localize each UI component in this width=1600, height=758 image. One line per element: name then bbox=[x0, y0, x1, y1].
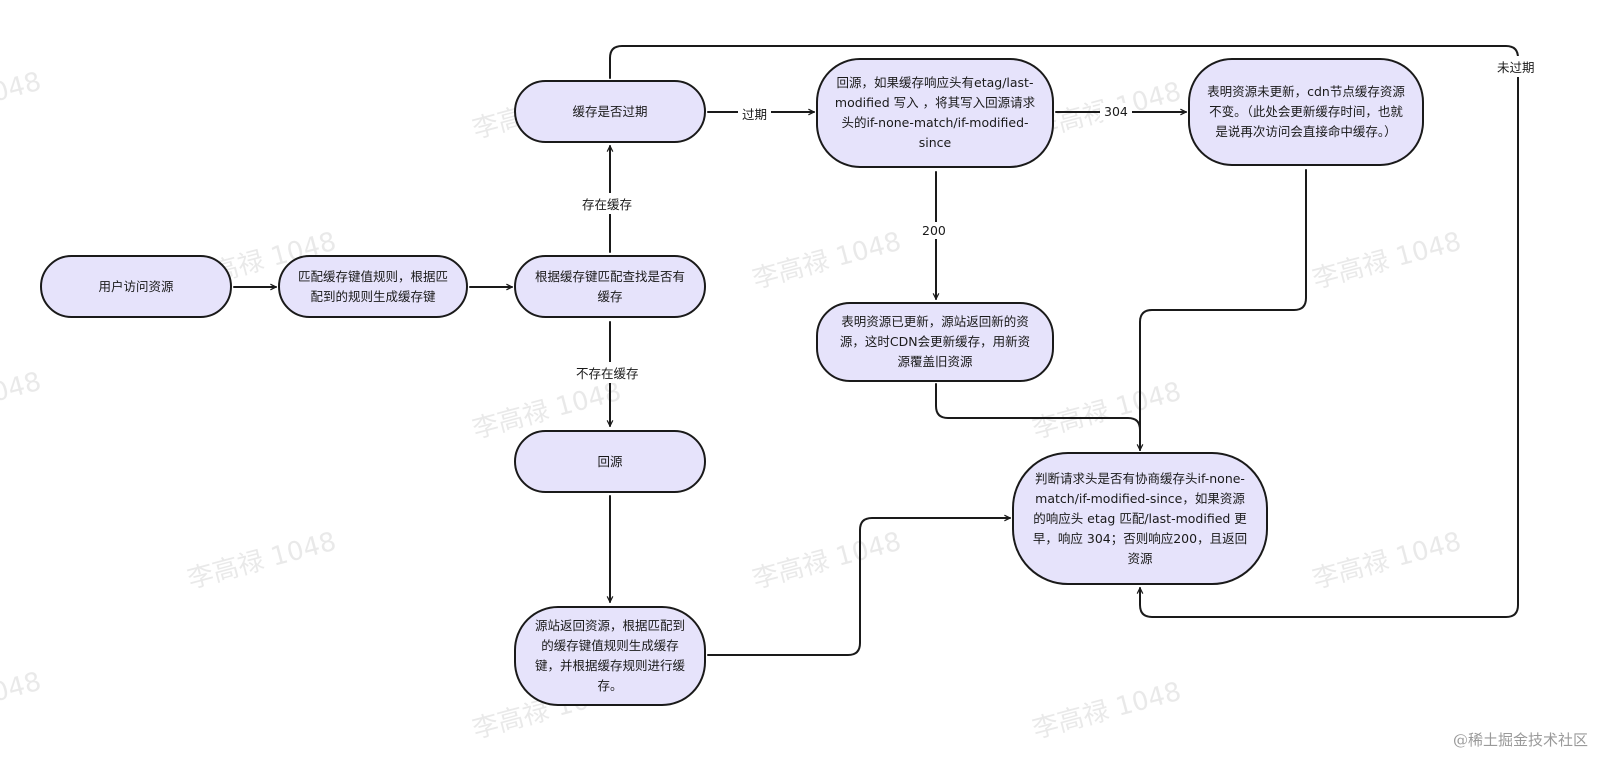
edge-expired-notexpired-loop bbox=[609, 45, 1519, 618]
edge-notupdated-to-judge bbox=[1140, 169, 1307, 451]
edge-label-304: 304 bbox=[1100, 103, 1132, 120]
node-updated[interactable]: 表明资源已更新，源站返回新的资源，这时CDN会更新缓存，用新资源覆盖旧资源 bbox=[816, 302, 1054, 382]
node-user-access[interactable]: 用户访问资源 bbox=[40, 255, 232, 318]
node-origin-return[interactable]: 源站返回资源，根据匹配到的缓存键值规则生成缓存键，并根据缓存规则进行缓存。 bbox=[514, 606, 706, 706]
node-judge-headers[interactable]: 判断请求头是否有协商缓存头if-none-match/if-modified-s… bbox=[1012, 452, 1268, 585]
node-lookup-cache[interactable]: 根据缓存键匹配查找是否有缓存 bbox=[514, 255, 706, 318]
node-not-updated[interactable]: 表明资源未更新，cdn节点缓存资源不变。（此处会更新缓存时间，也就是说再次访问会… bbox=[1188, 58, 1424, 166]
edge-label-expired: 过期 bbox=[738, 103, 772, 124]
node-back-to-origin[interactable]: 回源 bbox=[514, 430, 706, 493]
edge-label-not-expired: 未过期 bbox=[1493, 56, 1539, 77]
node-back-to-origin-conditional[interactable]: 回源，如果缓存响应头有etag/last-modified 写入 ，将其写入回源… bbox=[816, 58, 1054, 168]
edge-label-200: 200 bbox=[918, 222, 950, 239]
edge-label-has-cache: 存在缓存 bbox=[578, 193, 637, 214]
node-cache-expired[interactable]: 缓存是否过期 bbox=[514, 80, 706, 143]
edge-return-to-judge bbox=[707, 518, 1011, 656]
source-credit: @稀土掘金技术社区 bbox=[1452, 731, 1588, 749]
edge-updated-to-judge bbox=[935, 383, 1141, 451]
edge-label-no-cache: 不存在缓存 bbox=[572, 362, 643, 383]
node-match-rule[interactable]: 匹配缓存键值规则，根据匹配到的规则生成缓存键 bbox=[278, 255, 468, 318]
